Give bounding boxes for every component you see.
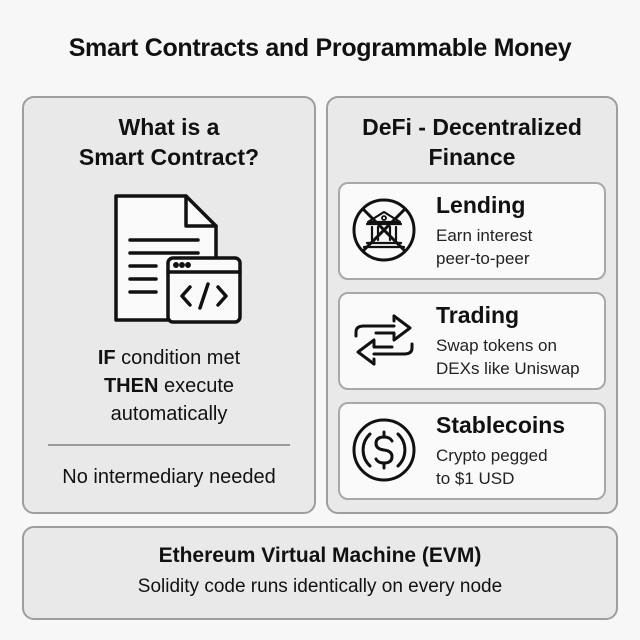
card-description: Earn interest peer-to-peer [436, 224, 532, 270]
evm-description: Solidity code runs identically on every … [137, 576, 503, 597]
condition-line3: automatically [110, 403, 228, 425]
card-description: Crypto pegged to $1 USD [436, 444, 548, 490]
card-trading: Trading Swap tokens on DEXs like Uniswap [338, 292, 606, 390]
condition-line1: condition met [115, 347, 241, 369]
panel-title-line1: What is a [118, 114, 220, 140]
card-desc-line2: peer-to-peer [436, 249, 530, 268]
document-code-icon [114, 194, 242, 324]
card-desc-line1: Crypto pegged [436, 446, 548, 465]
card-desc-line1: Swap tokens on [436, 336, 557, 355]
then-keyword: THEN [103, 375, 159, 397]
crossed-bank-icon [352, 198, 416, 262]
card-desc-line2: DEXs like Uniswap [436, 359, 580, 378]
condition-line2: execute [158, 375, 235, 397]
defi-panel: DeFi - Decentralized Finance Lending Ear… [326, 96, 618, 514]
panel-title-line2: Finance [428, 144, 516, 170]
evm-panel: Ethereum Virtual Machine (EVM) Solidity … [22, 526, 618, 620]
card-desc-line1: Earn interest [436, 226, 533, 245]
panel-title: What is a Smart Contract? [24, 112, 314, 172]
card-stablecoins: Stablecoins Crypto pegged to $1 USD [338, 402, 606, 500]
divider [48, 444, 290, 446]
swap-arrows-icon [354, 314, 414, 366]
card-description: Swap tokens on DEXs like Uniswap [436, 334, 580, 380]
condition-text: IF condition met THEN execute automatica… [24, 344, 314, 428]
if-keyword: IF [97, 347, 116, 369]
card-desc-line2: to $1 USD [436, 469, 515, 488]
smart-contract-panel: What is a Smart Contract? IF condition m… [22, 96, 316, 514]
card-title: Trading [436, 302, 520, 328]
evm-title: Ethereum Virtual Machine (EVM) [158, 544, 482, 567]
panel-title-line2: Smart Contract? [78, 144, 260, 170]
card-lending: Lending Earn interest peer-to-peer [338, 182, 606, 280]
card-title: Lending [436, 192, 526, 218]
dollar-coin-icon [352, 418, 416, 482]
panel-title-line1: DeFi - Decentralized [362, 114, 582, 140]
no-intermediary-note: No intermediary needed [62, 466, 276, 488]
page-title: Smart Contracts and Programmable Money [68, 34, 572, 62]
panel-title: DeFi - Decentralized Finance [328, 112, 616, 172]
card-title: Stablecoins [436, 412, 566, 438]
